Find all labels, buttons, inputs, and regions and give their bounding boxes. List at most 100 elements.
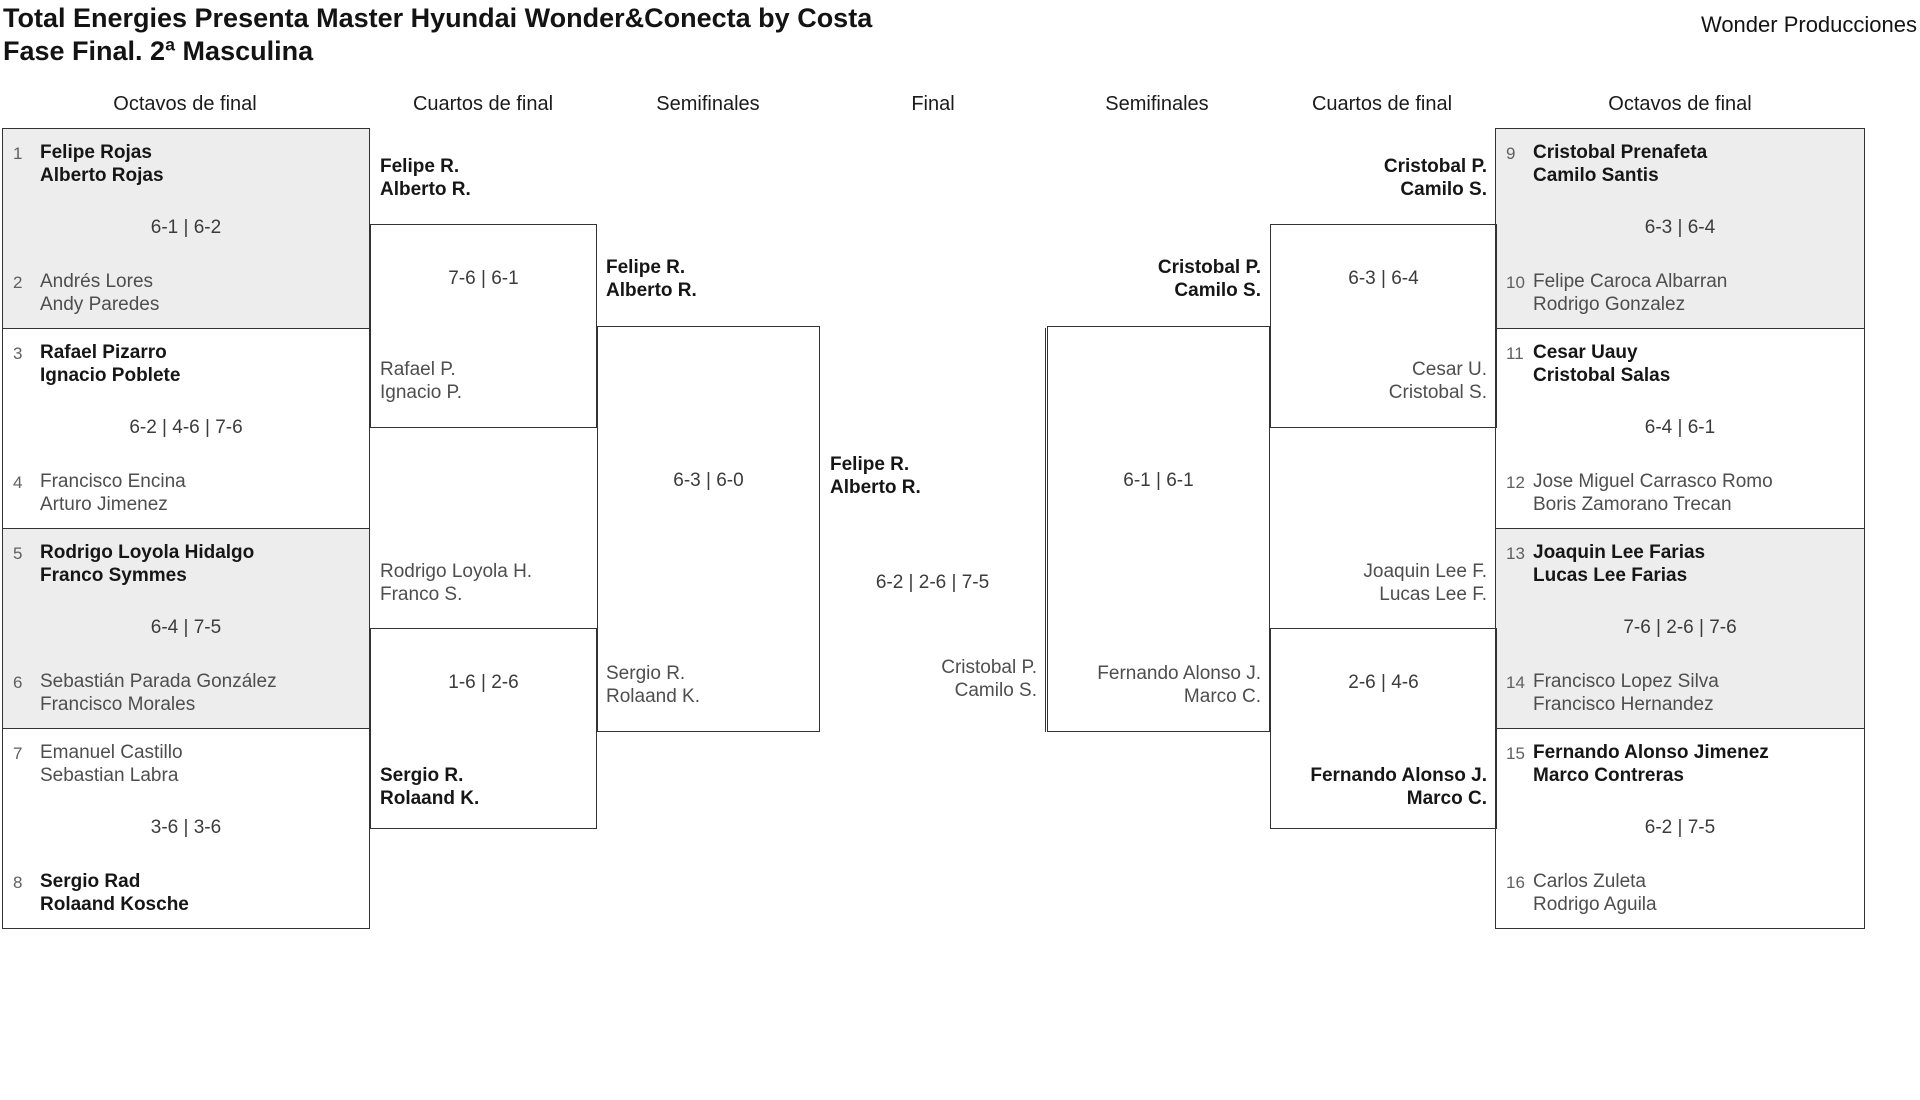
- player-name: Fernando Alonso Jimenez: [1533, 742, 1769, 763]
- match-score: 6-4 | 6-1: [1644, 417, 1716, 438]
- match-score: 3-6 | 3-6: [150, 817, 222, 838]
- player-name: Cristobal Salas: [1533, 365, 1671, 386]
- match-score: 6-1 | 6-2: [150, 217, 222, 238]
- organizer-name: Wonder Producciones: [1700, 12, 1917, 37]
- player-name: Cristobal Prenafeta: [1533, 142, 1708, 163]
- seed-number: 13: [1506, 544, 1525, 563]
- qf-team-label: Joaquin Lee F.Lucas Lee F.: [1363, 561, 1487, 605]
- player-name: Rodrigo Gonzalez: [1533, 294, 1686, 315]
- qf-right-top-box: [1270, 224, 1497, 428]
- sf-team-label: Cristobal P.Camilo S.: [1157, 257, 1261, 301]
- final-box: [819, 328, 1046, 732]
- seed-number: 8: [13, 873, 23, 892]
- sf-right-box: [1047, 326, 1270, 732]
- player-name: Joaquin Lee Farias: [1533, 542, 1706, 563]
- qf-score: 6-3 | 6-4: [1348, 268, 1419, 289]
- phase-name: Fase Final. 2ª Masculina: [3, 36, 314, 66]
- qf-left-top-box: [370, 224, 597, 428]
- player-name: Emanuel Castillo: [40, 742, 183, 763]
- seed-number: 1: [13, 144, 23, 163]
- seed-number: 2: [13, 273, 23, 292]
- seed-number: 15: [1506, 744, 1525, 763]
- round-header-left-r16: Octavos de final: [113, 93, 257, 115]
- qf-team-label: Fernando Alonso J.Marco C.: [1310, 765, 1487, 809]
- sf-team-label: Sergio R.Rolaand K.: [606, 663, 701, 707]
- player-name: Jose Miguel Carrasco Romo: [1533, 471, 1773, 492]
- seed-number: 16: [1506, 873, 1525, 892]
- final-score: 6-2 | 2-6 | 7-5: [875, 572, 990, 593]
- round-header-left-qf: Cuartos de final: [412, 93, 554, 115]
- match-score: 6-2 | 7-5: [1644, 817, 1716, 838]
- player-name: Franco Symmes: [40, 565, 187, 586]
- seed-number: 11: [1506, 344, 1524, 363]
- round-header-right-qf: Cuartos de final: [1311, 93, 1453, 115]
- player-name: Sebastian Labra: [40, 765, 179, 786]
- round-header-final: Final: [911, 93, 955, 115]
- player-name: Francisco Hernandez: [1533, 694, 1714, 715]
- qf-team-label: Sergio R.Rolaand K.: [380, 765, 480, 809]
- match-score: 7-6 | 2-6 | 7-6: [1623, 617, 1737, 638]
- player-name: Francisco Encina: [40, 471, 186, 492]
- qf-team-label: Rafael P.Ignacio P.: [380, 359, 463, 403]
- seed-number: 4: [13, 473, 23, 492]
- player-name: Alberto Rojas: [40, 165, 164, 186]
- player-name: Boris Zamorano Trecan: [1533, 494, 1732, 515]
- qf-team-label: Cristobal P.Camilo S.: [1383, 156, 1487, 200]
- round-header-right-r16: Octavos de final: [1608, 93, 1752, 115]
- player-name: Rodrigo Loyola Hidalgo: [40, 542, 255, 563]
- player-name: Lucas Lee Farias: [1533, 565, 1688, 586]
- tournament-name: Total Energies Presenta Master Hyundai W…: [3, 3, 873, 33]
- final-team-label: Felipe R.Alberto R.: [830, 454, 921, 498]
- seed-number: 7: [13, 744, 23, 763]
- player-name: Francisco Morales: [40, 694, 196, 715]
- player-name: Arturo Jimenez: [40, 494, 168, 515]
- qf-left-bottom-box: [370, 628, 597, 829]
- player-name: Felipe Rojas: [40, 142, 152, 163]
- qf-score: 2-6 | 4-6: [1348, 672, 1419, 693]
- player-name: Cesar Uauy: [1533, 342, 1638, 363]
- player-name: Ignacio Poblete: [40, 365, 181, 386]
- player-name: Sergio Rad: [40, 871, 141, 892]
- match-score: 6-2 | 4-6 | 7-6: [129, 417, 243, 438]
- player-name: Rolaand Kosche: [40, 894, 189, 915]
- qf-team-label: Rodrigo Loyola H.Franco S.: [380, 561, 533, 605]
- match-score: 6-4 | 7-5: [150, 617, 222, 638]
- player-name: Camilo Santis: [1533, 165, 1659, 186]
- player-name: Marco Contreras: [1533, 765, 1684, 786]
- sf-score: 6-3 | 6-0: [673, 470, 744, 491]
- qf-team-label: Felipe R.Alberto R.: [380, 156, 471, 200]
- seed-number: 6: [13, 673, 23, 692]
- qf-score: 7-6 | 6-1: [448, 268, 519, 289]
- player-name: Andy Paredes: [40, 294, 160, 315]
- seed-number: 12: [1506, 473, 1525, 492]
- qf-score: 1-6 | 2-6: [448, 672, 519, 693]
- sf-team-label: Fernando Alonso J.Marco C.: [1097, 663, 1261, 707]
- round-header-right-sf: Semifinales: [1105, 93, 1209, 115]
- player-name: Sebastián Parada González: [40, 671, 277, 692]
- player-name: Felipe Caroca Albarran: [1533, 271, 1728, 292]
- seed-number: 3: [13, 344, 23, 363]
- qf-team-label: Cesar U.Cristobal S.: [1388, 359, 1487, 403]
- player-name: Rodrigo Aguila: [1533, 894, 1657, 915]
- sf-score: 6-1 | 6-1: [1123, 470, 1194, 491]
